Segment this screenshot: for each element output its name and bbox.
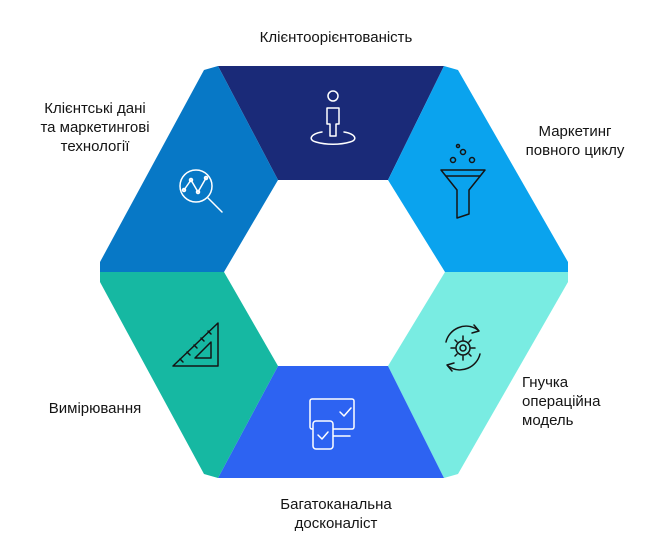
label-customer-centricity: Клієнтоорієнтованість (259, 29, 413, 46)
label-flexible-operating-model: Гнучка операційна модель (522, 374, 601, 429)
label-measurement: Вимірювання (48, 400, 142, 417)
segment-customer-data-martech (100, 66, 278, 272)
funnel-icon (440, 143, 486, 219)
label-customer-data-martech: Клієнтські дані та маркетингові технолог… (40, 100, 150, 155)
analytics-magnifier-icon (179, 169, 223, 213)
label-omnichannel-excellence: Багатоканальна досконаліст (280, 496, 392, 532)
segment-customer-centricity (218, 66, 444, 180)
set-square-icon (172, 322, 219, 367)
label-full-cycle-marketing: Маркетинг повного циклу (525, 123, 625, 159)
person-icon (310, 90, 356, 145)
segment-measurement (100, 272, 278, 478)
segment-flexible-operating-model (388, 272, 568, 478)
gear-cycle-icon (445, 324, 481, 372)
segment-full-cycle-marketing (388, 66, 568, 272)
devices-check-icon (309, 398, 355, 450)
